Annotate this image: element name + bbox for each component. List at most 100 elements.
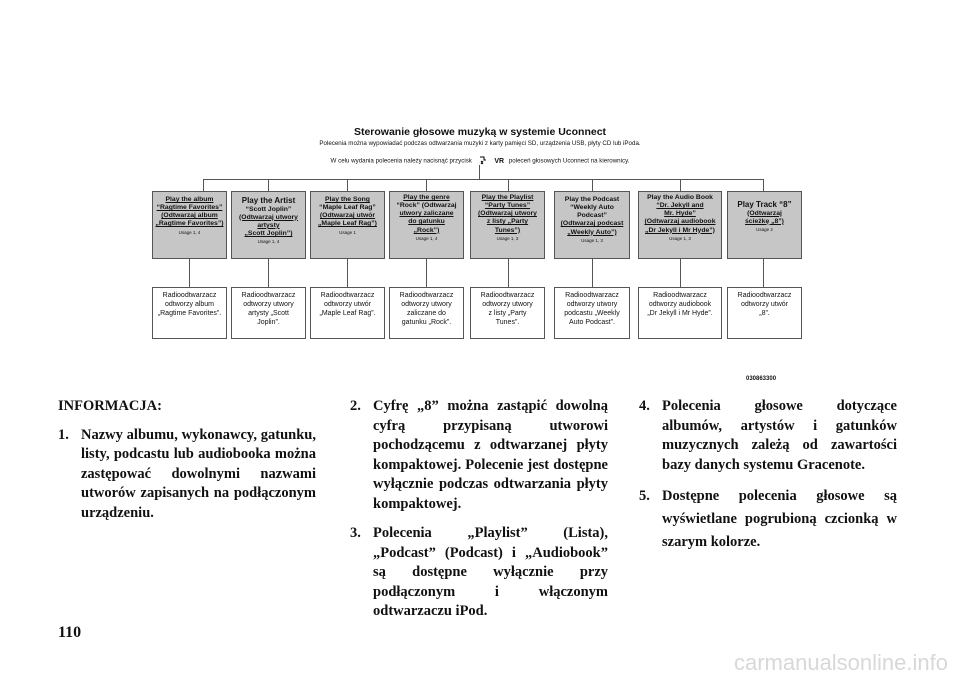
page-number: 110 (58, 624, 82, 641)
result-line: artysty „Scott (248, 309, 289, 317)
command-box-artist: Play the Artist “Scott Joplin” (Odtwarza… (231, 191, 306, 259)
result-line: Radioodtwarzacz (241, 292, 296, 299)
result-line: Auto Podcast”. (569, 318, 615, 326)
connector-vertical-top (479, 165, 480, 179)
command-line: Play the Artist (241, 196, 296, 205)
note-text: Cyfrę „8” można zastąpić dowolną cyfrą p… (373, 398, 608, 512)
diagram-title: Sterowanie głosowe muzyką w systemie Uco… (353, 126, 607, 138)
command-line: (Odtwarzaj podcast (560, 220, 624, 228)
connector-drop (426, 179, 427, 191)
instruction-before: W celu wydania polecenia należy nacisnąć… (330, 157, 472, 165)
command-line: “Rock” (Odtwarzaj (396, 202, 457, 210)
command-line: (Odtwarzaj (747, 209, 782, 217)
result-box-audiobook: Radioodtwarzacz odtworzy audiobook „Dr J… (638, 287, 722, 339)
result-box-song: Radioodtwarzacz odtworzy utwór „Maple Le… (310, 287, 385, 339)
connector-result (592, 259, 593, 287)
command-line: Tunes”) (494, 226, 521, 234)
figure-code: 030863300 (746, 376, 777, 382)
command-box-genre: Play the genre “Rock” (Odtwarzaj utwory … (389, 191, 464, 259)
result-line: Radioodtwarzacz (162, 292, 217, 299)
note-number: 4. (639, 398, 650, 414)
result-box-artist: Radioodtwarzacz odtworzy utwory artysty … (231, 287, 306, 339)
note-text: Polecenia głosowe dotyczące albumów, art… (662, 398, 897, 473)
result-line: Radioodtwarzacz (737, 292, 792, 299)
command-line: „Rock”) (413, 226, 440, 234)
connector-drop (592, 179, 593, 191)
command-line: Play Track “8” (737, 200, 792, 209)
command-line: z listy „Party (486, 218, 529, 226)
usage-note: Usage 1, 3 (669, 235, 691, 241)
note-item-3: 3. Polecenia „Playlist” (Lista), „Podcas… (350, 524, 608, 622)
command-line: “Maple Leaf Rag” (319, 204, 376, 212)
command-line: utwory zaliczane (399, 210, 454, 218)
notes-column-2: 2. Cyfrę „8” można zastąpić dowolną cyfr… (350, 397, 608, 622)
result-line: Radioodtwarzacz (480, 292, 535, 299)
diagram-subtitle: Polecenia można wypowiadać podczas odtwa… (319, 140, 641, 147)
command-line: “Dr. Jekyll and (656, 202, 704, 210)
usage-note: Usage 1, 4 (415, 235, 438, 241)
connector-drop (508, 179, 509, 191)
note-text: Dostępne polecenia głosowe są wyświetlan… (662, 488, 897, 550)
result-line: odtworzy utwory (566, 300, 618, 308)
command-line: „Scott Joplin”) (244, 230, 293, 238)
note-number: 1. (58, 426, 69, 443)
result-line: Radioodtwarzacz (320, 292, 375, 299)
note-item-5: 5. Dostępne polecenia głosowe są wyświet… (639, 485, 897, 554)
command-line: „Weekly Auto”) (567, 228, 617, 236)
result-box-playlist: Radioodtwarzacz odtworzy utwory z listy … (470, 287, 545, 339)
note-text: Polecenia „Playlist” (Lista), „Podcast” … (373, 525, 608, 619)
connector-result (680, 259, 681, 287)
result-line: „Ragtime Favorites”. (157, 309, 222, 317)
usage-note: Usage 1, 4 (257, 239, 280, 245)
connector-drop (763, 179, 764, 191)
command-box-audiobook: Play the Audio Book “Dr. Jekyll and Mr. … (638, 191, 722, 259)
command-line: Play the Podcast (564, 196, 620, 203)
connector-result (426, 259, 427, 287)
command-line: “Ragtime Favorites” (156, 204, 223, 212)
command-line: (Odtwarzaj utwory (478, 210, 537, 218)
usage-note: Usage 1, 4 (178, 229, 201, 235)
usage-note: Usage 1, 3 (496, 235, 519, 241)
result-box-album: Radioodtwarzacz odtworzy album „Ragtime … (152, 287, 227, 339)
command-box-track: Play Track “8” (Odtwarzaj ścieżkę „8”) U… (727, 191, 802, 259)
result-line: Radioodtwarzacz (565, 292, 619, 299)
instruction-after: poleceń głosowych Uconnect na kierownicy… (508, 157, 630, 165)
result-box-track: Radioodtwarzacz odtworzy utwór „8”. (727, 287, 802, 339)
connector-result (347, 259, 348, 287)
result-box-podcast: Radioodtwarzacz odtworzy utwory podcastu… (554, 287, 630, 339)
note-number: 5. (639, 488, 650, 504)
connector-drop (203, 179, 204, 191)
command-line: „Dr Jekyll i Mr Hyde”) (645, 226, 715, 234)
result-line: „Dr Jekyll i Mr Hyde”. (647, 309, 713, 317)
notes-column-1: INFORMACJA: 1. Nazwy albumu, wykonawcy, … (58, 397, 316, 523)
watermark: carmanualsonline.info (733, 650, 948, 675)
connector-horizontal (203, 179, 763, 180)
command-line: “Party Tunes” (484, 202, 531, 210)
command-box-podcast: Play the Podcast “Weekly Auto Podcast” (… (554, 191, 630, 259)
usage-note: Usage 1, 3 (581, 237, 603, 243)
command-line: Podcast” (577, 212, 607, 220)
result-line: odtworzy utwory (482, 300, 533, 308)
command-box-playlist: Play the Playlist “Party Tunes” (Odtwarz… (470, 191, 545, 259)
vr-label: VR (494, 157, 505, 165)
result-line: Radioodtwarzacz (399, 292, 454, 299)
result-line: „8”. (759, 309, 770, 317)
usage-note: Usage 1 (339, 229, 356, 235)
command-line: (Odtwarzaj utwory (239, 213, 298, 221)
result-line: gatunku „Rock”. (401, 318, 452, 326)
notes-column-3: 4. Polecenia głosowe dotyczące albumów, … (639, 397, 897, 554)
command-line: „Maple Leaf Rag”) (318, 220, 377, 228)
command-line: „Ragtime Favorites”) (155, 220, 224, 228)
result-line: zaliczane do (407, 309, 446, 317)
command-line: “Weekly Auto (570, 204, 614, 212)
connector-drop (347, 179, 348, 191)
note-item-1: 1. Nazwy albumu, wykonawcy, gatunku, lis… (58, 426, 316, 524)
command-line: (Odtwarzaj utwór (319, 212, 376, 220)
voice-control-diagram: Sterowanie głosowe muzyką w systemie Uco… (0, 126, 960, 382)
note-item-4: 4. Polecenia głosowe dotyczące albumów, … (639, 397, 897, 475)
result-line: odtworzy utwór (323, 300, 372, 308)
result-line: odtworzy utwory (243, 300, 294, 308)
command-line: Mr. Hyde” (664, 210, 696, 218)
result-line: odtworzy audiobook (648, 300, 712, 308)
diagram-instruction: W celu wydania polecenia należy nacisnąć… (0, 154, 960, 168)
